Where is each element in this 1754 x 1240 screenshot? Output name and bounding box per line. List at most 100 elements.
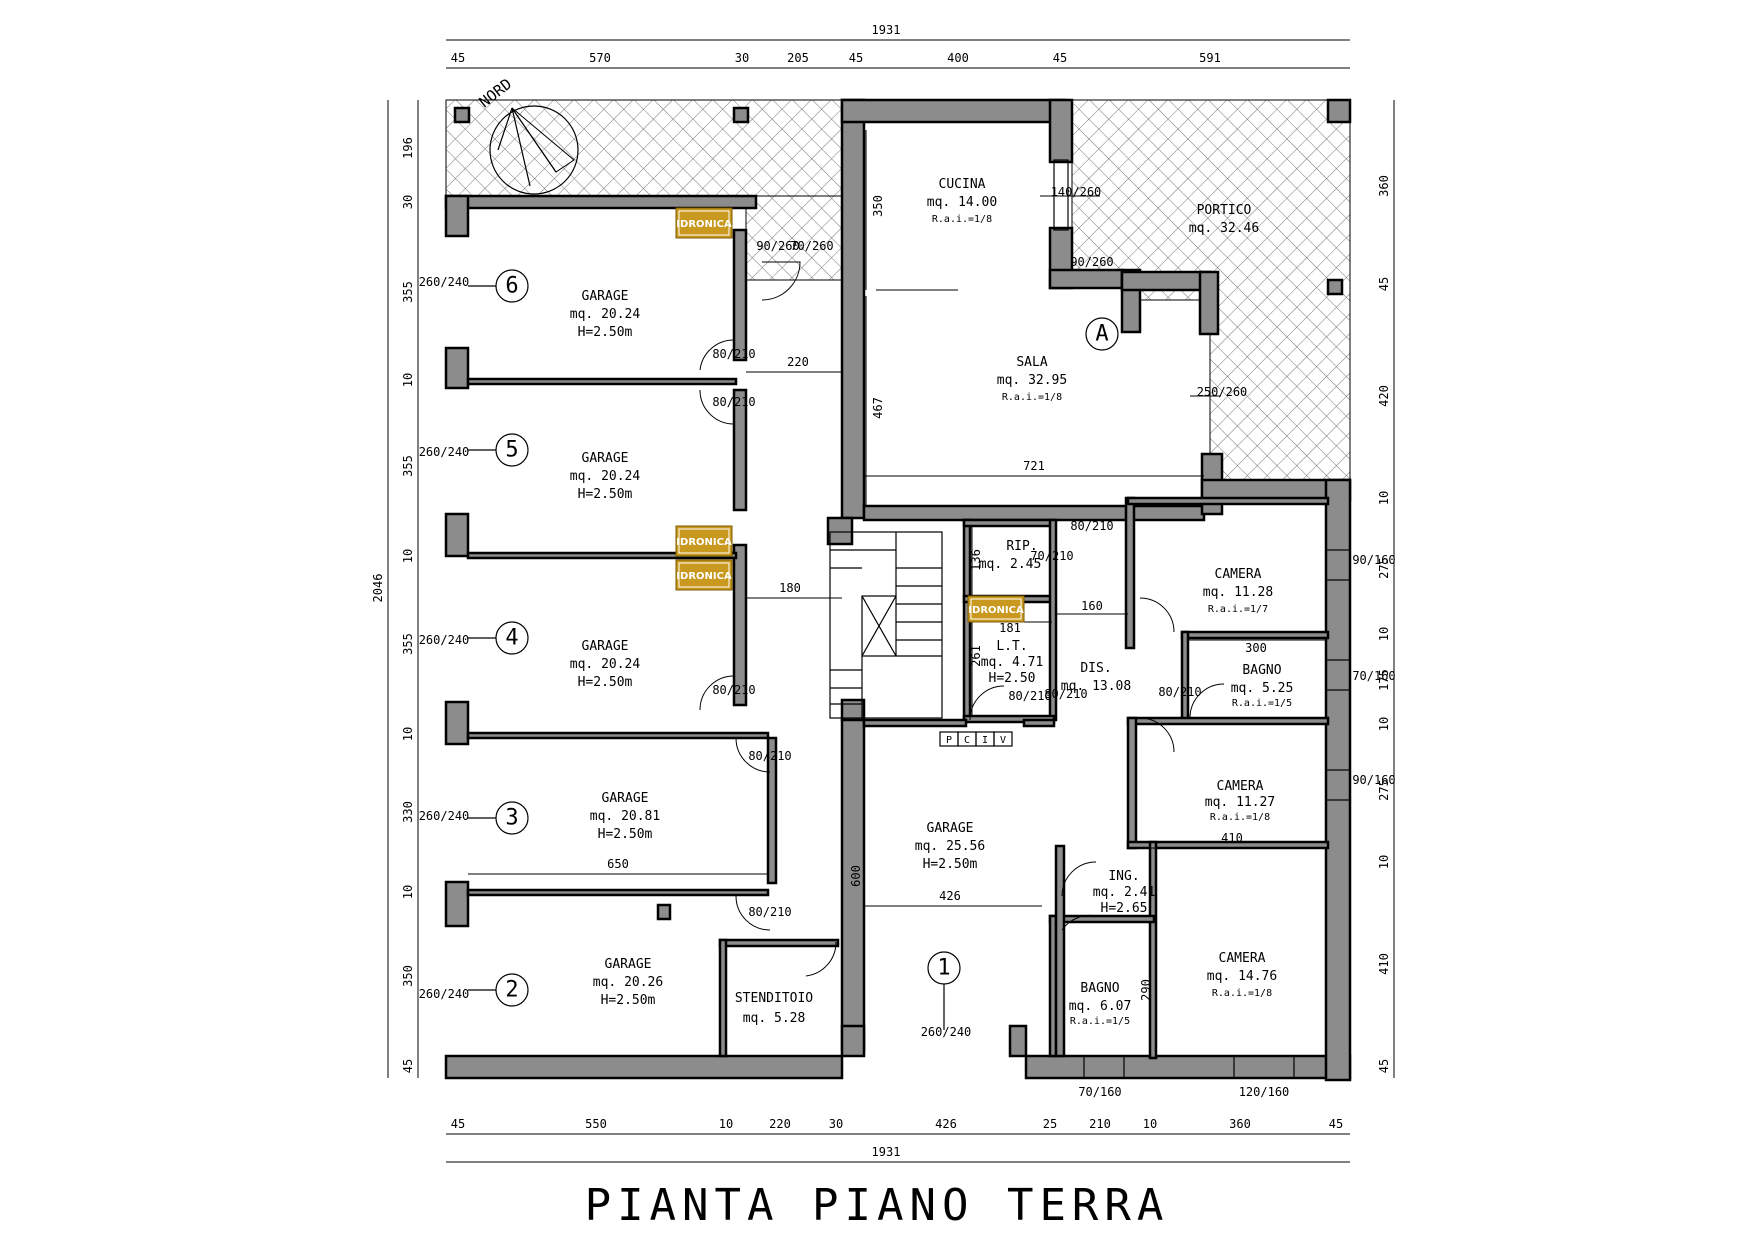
opening-label: 80/210 xyxy=(712,347,755,361)
dim-internal: 160 xyxy=(1081,599,1103,613)
dim-right-seg: 175 xyxy=(1377,669,1391,691)
room-rai: R.a.i.=1/8 xyxy=(932,214,992,225)
opening-label: 260/240 xyxy=(419,809,470,823)
room-rip: RIP. mq. 2.45 xyxy=(979,539,1042,572)
room-height: H=2.50m xyxy=(578,487,633,502)
garage-number: 6 xyxy=(505,274,518,299)
dim-left-seg: 10 xyxy=(401,727,415,741)
room-area: mq. 4.71 xyxy=(981,655,1044,670)
dimension-lines xyxy=(387,39,1395,1163)
dim-left-seg: 350 xyxy=(401,965,415,987)
opening-label: 70/160 xyxy=(1352,669,1395,683)
room-name: ING. xyxy=(1108,869,1139,884)
dim-right-seg: 10 xyxy=(1377,627,1391,641)
dim-right-seg: 10 xyxy=(1377,717,1391,731)
meter-label: P xyxy=(946,735,952,746)
garage-number: 5 xyxy=(505,438,518,463)
room-camera-3: CAMERA mq. 14.76 R.a.i.=1/8 xyxy=(1207,951,1277,999)
room-height: H=2.65 xyxy=(1101,901,1148,916)
room-name: RIP. xyxy=(1006,539,1037,554)
garage-number: 1 xyxy=(937,956,950,981)
dim-left-seg: 330 xyxy=(401,801,415,823)
room-name: DIS. xyxy=(1080,661,1111,676)
room-height: H=2.50 xyxy=(989,671,1036,686)
dim-left-total: 2046 xyxy=(371,574,385,603)
garage-numbers: 6 5 4 3 2 1 A xyxy=(468,269,1119,1030)
room-area: mq. 2.41 xyxy=(1093,885,1156,900)
opening-labels: 260/240 260/240 260/240 260/240 260/240 … xyxy=(419,185,1396,1099)
room-garage-5: GARAGE mq. 20.24 H=2.50m xyxy=(570,451,641,502)
dim-top-seg: 591 xyxy=(1199,51,1221,65)
dim-left-seg: 45 xyxy=(401,1059,415,1073)
room-rai: R.a.i.=1/5 xyxy=(1232,698,1292,709)
room-area: mq. 2.45 xyxy=(979,557,1042,572)
opening-label: 260/240 xyxy=(419,987,470,1001)
room-name: SALA xyxy=(1016,355,1047,370)
dim-internal: 426 xyxy=(939,889,961,903)
room-area: mq. 5.25 xyxy=(1231,681,1294,696)
room-cucina: CUCINA mq. 14.00 R.a.i.=1/8 xyxy=(927,177,997,225)
opening-label: 80/210 xyxy=(748,905,791,919)
doors xyxy=(699,261,1225,977)
room-rai: R.a.i.=1/5 xyxy=(1070,1016,1130,1027)
dim-bottom-seg: 210 xyxy=(1089,1117,1111,1131)
opening-label: 260/240 xyxy=(419,633,470,647)
room-area: mq. 32.95 xyxy=(997,373,1067,388)
dim-internal: 261 xyxy=(969,645,983,667)
meter-label: I xyxy=(982,735,988,746)
dim-right-seg: 275 xyxy=(1377,779,1391,801)
room-labels: GARAGE mq. 20.24 H=2.50m GARAGE mq. 20.2… xyxy=(570,177,1294,1027)
dim-left-seg: 355 xyxy=(401,455,415,477)
room-name: GARAGE xyxy=(582,639,629,654)
room-area: mq. 14.76 xyxy=(1207,969,1277,984)
room-bagno-1: BAGNO mq. 5.25 R.a.i.=1/5 xyxy=(1231,663,1294,709)
dim-bottom-seg: 220 xyxy=(769,1117,791,1131)
room-area: mq. 13.08 xyxy=(1061,679,1131,694)
room-name: CAMERA xyxy=(1215,567,1262,582)
room-rai: R.a.i.=1/8 xyxy=(1212,988,1272,999)
opening-label: 260/240 xyxy=(921,1025,972,1039)
room-area: mq. 6.07 xyxy=(1069,999,1132,1014)
dim-internal: 136 xyxy=(969,549,983,571)
room-ing: ING. mq. 2.41 H=2.65 xyxy=(1093,869,1156,916)
room-area: mq. 11.28 xyxy=(1203,585,1273,600)
dim-bottom-seg: 30 xyxy=(829,1117,843,1131)
room-height: H=2.50m xyxy=(601,993,656,1008)
dim-internal: 600 xyxy=(849,865,863,887)
room-name: GARAGE xyxy=(927,821,974,836)
dim-left-seg: 10 xyxy=(401,373,415,387)
badge-text: IDRONICA xyxy=(676,219,732,230)
dim-internal: 650 xyxy=(607,857,629,871)
dim-internal: 300 xyxy=(1245,641,1267,655)
opening-label: 90/260 xyxy=(1070,255,1113,269)
dim-left-seg: 10 xyxy=(401,549,415,563)
room-name: BAGNO xyxy=(1080,981,1119,996)
room-sala: SALA mq. 32.95 R.a.i.=1/8 xyxy=(997,355,1067,403)
opening-label: 90/260 xyxy=(756,239,799,253)
unit-marker: A xyxy=(1095,322,1108,347)
room-lt: L.T. mq. 4.71 H=2.50 xyxy=(981,639,1044,686)
room-height: H=2.50m xyxy=(923,857,978,872)
dim-bottom-seg: 25 xyxy=(1043,1117,1057,1131)
room-area: mq. 32.46 xyxy=(1189,221,1259,236)
opening-label: 80/210 xyxy=(1070,519,1113,533)
room-rai: R.a.i.=1/8 xyxy=(1002,392,1062,403)
idronica-badge: IDRONICA xyxy=(675,207,733,239)
garage-number: 3 xyxy=(505,806,518,831)
dim-right-seg: 275 xyxy=(1377,557,1391,579)
dim-top-seg: 570 xyxy=(589,51,611,65)
dim-bottom-seg: 45 xyxy=(1329,1117,1343,1131)
room-rai: R.a.i.=1/8 xyxy=(1210,812,1270,823)
windows xyxy=(1053,159,1351,1079)
opening-label: 260/240 xyxy=(419,445,470,459)
page-title: PIANTA PIANO TERRA xyxy=(584,1180,1170,1231)
badge-text: IDRONICA xyxy=(676,537,732,548)
room-rai: R.a.i.=1/7 xyxy=(1208,604,1268,615)
dim-internal: 410 xyxy=(1221,831,1243,845)
opening-label: 250/260 xyxy=(1197,385,1248,399)
room-area: mq. 20.26 xyxy=(593,975,663,990)
idronica-badge: IDRONICA xyxy=(967,595,1025,623)
garage-number: 4 xyxy=(505,626,518,651)
room-area: mq. 20.81 xyxy=(590,809,660,824)
